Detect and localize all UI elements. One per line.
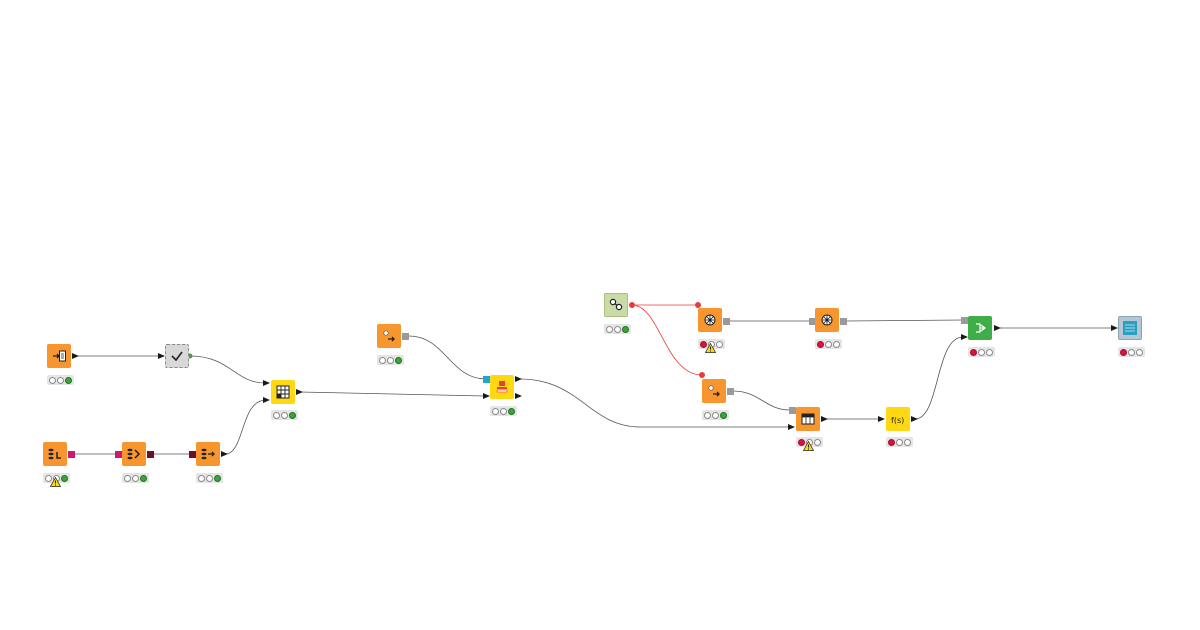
out-arrow-n8-bottom	[515, 393, 522, 399]
status-n14	[886, 437, 913, 447]
status-n7	[377, 355, 404, 365]
arrow-n8-in-bottom	[483, 393, 490, 399]
out-arrow-n15	[994, 325, 1001, 331]
status-n16	[1118, 347, 1145, 357]
component-node[interactable]	[604, 293, 628, 317]
string-manipulation-node[interactable]: f(s)	[886, 407, 910, 431]
flow-port-n9-out	[629, 302, 635, 308]
bit-vector-icon	[383, 330, 395, 342]
create-bit-vector-node[interactable]	[377, 324, 401, 348]
model-predictor-node[interactable]	[815, 308, 839, 332]
model-port-n8-in	[483, 376, 490, 383]
model-port-n10-out	[723, 318, 730, 325]
table-view-icon	[1123, 321, 1137, 335]
status-n9	[604, 324, 631, 334]
model-learner-icon	[704, 314, 716, 326]
warning-icon	[803, 441, 814, 451]
file-reader-node[interactable]	[47, 344, 71, 368]
scorer-icon	[976, 323, 986, 333]
table-reader-icon	[708, 385, 720, 397]
db-reader-node[interactable]	[196, 442, 220, 466]
model-learner-node[interactable]	[698, 308, 722, 332]
joiner-node[interactable]	[490, 375, 514, 399]
status-n4	[122, 473, 149, 483]
model-port-n15-in	[961, 317, 968, 324]
db-port-n3-out	[68, 451, 75, 458]
arrow-n6-in-top	[263, 380, 270, 386]
status-n15	[968, 347, 995, 357]
status-n3	[43, 473, 70, 483]
db-row-filter-icon	[127, 448, 141, 460]
status-n6	[271, 410, 298, 420]
arrow-n15-in	[961, 334, 968, 340]
status-n5	[196, 473, 223, 483]
out-arrow-n13	[821, 416, 828, 422]
model-port-n7-out	[402, 333, 409, 340]
connection-n6-n8	[299, 391, 486, 397]
arrow-n13-in	[788, 424, 795, 430]
svg-text:f(s): f(s)	[891, 416, 904, 425]
table-view-node[interactable]	[1118, 316, 1142, 340]
model-port-n11-in	[809, 318, 816, 325]
db-port-n4-out	[147, 451, 154, 458]
db-table-selector-node[interactable]	[43, 442, 67, 466]
out-arrow-n1	[72, 353, 79, 359]
formula-icon: f(s)	[891, 416, 904, 425]
arrow-n14-in	[878, 416, 885, 422]
scorer-node[interactable]	[968, 316, 992, 340]
db-port-n5-in	[189, 451, 196, 458]
checkmark-icon	[171, 351, 183, 362]
model-port-n11-out	[840, 318, 847, 325]
connection-n5-n6	[224, 399, 267, 455]
status-n8	[490, 406, 517, 416]
model-port-n13-in	[789, 407, 796, 414]
joiner-icon	[496, 381, 508, 393]
concatenate-node[interactable]	[271, 380, 295, 404]
db-port-n4-in	[115, 451, 122, 458]
arrow-n16-in	[1111, 325, 1118, 331]
component-icon	[609, 298, 623, 311]
db-row-filter-node[interactable]	[122, 442, 146, 466]
arrow-n6-in-bottom	[263, 397, 270, 403]
concatenate-icon	[276, 385, 290, 399]
file-reader-icon	[53, 350, 66, 362]
out-arrow-n5	[221, 451, 228, 457]
db-table-selector-icon	[48, 448, 61, 460]
connection-n12-n13	[732, 390, 791, 411]
model-predictor-icon	[821, 314, 833, 326]
arrow-n2-in	[158, 353, 165, 359]
connection-n8-n13	[519, 378, 790, 428]
connection-n2-n6	[189, 355, 266, 384]
out-arrow-n8-top	[515, 376, 522, 382]
metanode[interactable]	[165, 344, 189, 368]
warning-icon	[705, 343, 716, 353]
connection-n7-n8	[408, 335, 487, 380]
status-n12	[702, 410, 729, 420]
flow-port-n12-in	[699, 372, 705, 378]
db-reader-icon	[201, 448, 215, 460]
table-reader-node[interactable]	[702, 379, 726, 403]
status-n11	[815, 339, 842, 349]
flow-port-n10-in	[695, 302, 701, 308]
column-filter-node[interactable]	[796, 407, 820, 431]
connection-n14-n15	[914, 336, 964, 420]
connection-n11-n15	[845, 319, 964, 322]
out-arrow-n6	[296, 389, 303, 395]
flow-variable-n9-n12	[631, 304, 703, 376]
out-arrow-n14	[911, 416, 918, 422]
column-filter-icon	[801, 413, 815, 425]
warning-icon	[50, 477, 61, 487]
model-port-n12-out	[727, 388, 734, 395]
status-n1	[47, 375, 74, 385]
